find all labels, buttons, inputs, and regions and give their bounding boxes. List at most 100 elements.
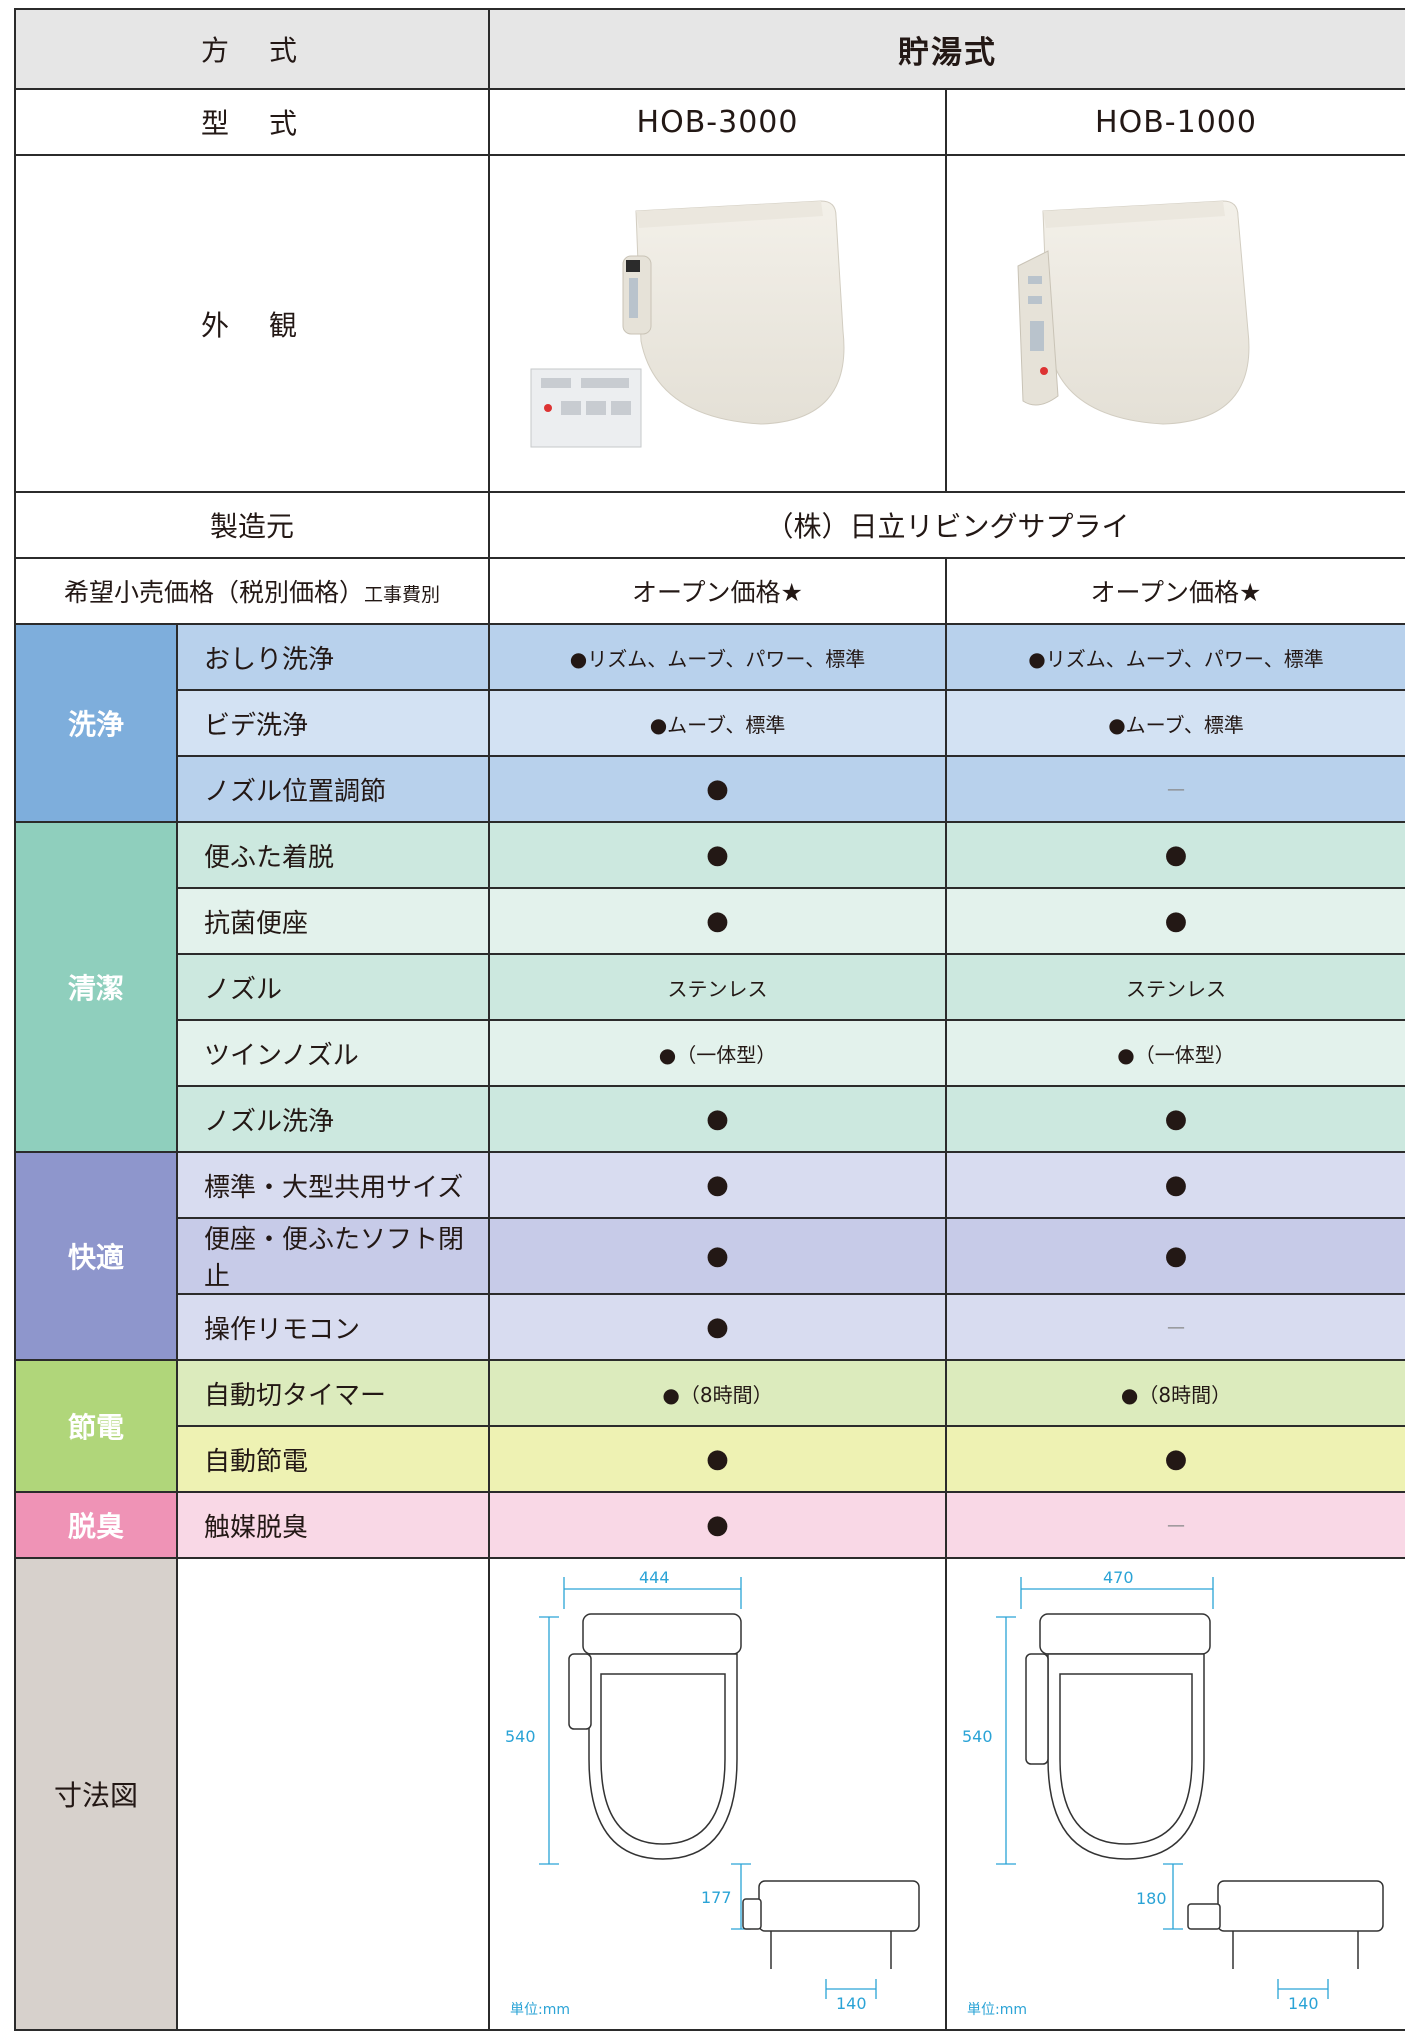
dimension-hob3000: 444 540 177 140 単位:mm: [488, 1557, 948, 2031]
price-row: 希望小売価格（税別価格）工事費別 オープン価格★ オープン価格★: [13, 557, 1405, 625]
table-row: 快適 標準・大型共用サイズ ● ●: [14, 1151, 1405, 1361]
category-deodorize: 脱臭: [14, 1491, 178, 1559]
feature-label: 自動節電: [175, 1425, 491, 1493]
feature-value: —: [945, 1293, 1405, 1361]
table-row: ノズル ステンレス ステンレス: [15, 953, 1405, 1021]
dimension-row: 寸法図 444 540: [14, 1557, 1405, 2031]
dimension-pipe: 140: [836, 1994, 867, 2013]
dimension-height: 180: [1136, 1889, 1167, 1908]
maker-label: 製造元: [13, 491, 491, 559]
feature-label: 便ふた着脱: [175, 821, 491, 889]
unit-label: 単位:mm: [967, 2002, 1028, 2018]
feature-value: ●: [488, 1217, 948, 1295]
table-row: 節電 自動切タイマー ●（8時間） ●（8時間）: [14, 1359, 1405, 1493]
maker-value: （株）日立リビングサプライ: [488, 491, 1405, 559]
feature-value: ●: [488, 821, 948, 889]
photo-hob1000: [945, 154, 1405, 493]
feature-label: ノズル洗浄: [175, 1085, 491, 1153]
photo-hob3000: [488, 154, 948, 493]
spec-sheet: 方 式 貯湯式 型 式 HOB-3000 HOB-1000 外 観: [13, 8, 1405, 2031]
feature-value: ●: [488, 887, 948, 955]
feature-value: ●: [488, 1491, 948, 1559]
dimension-depth: 540: [505, 1727, 536, 1746]
feature-value: ●: [945, 821, 1405, 889]
dimension-drawing-icon: 470 540 180 140: [962, 1568, 1384, 2013]
feature-value: ●: [945, 887, 1405, 955]
feature-value: ●: [945, 1151, 1405, 1219]
category-dimension: 寸法図: [14, 1557, 178, 2031]
category-clean: 清潔: [14, 821, 178, 1153]
feature-value: ●: [945, 1085, 1405, 1153]
dimension-blank: [175, 1557, 491, 2031]
table-row: ノズル洗浄 ● ●: [15, 1085, 1405, 1153]
feature-label: 標準・大型共用サイズ: [175, 1151, 491, 1219]
feature-value: ステンレス: [488, 953, 948, 1021]
feature-value: ●リズム、ムーブ、パワー、標準: [488, 623, 948, 691]
feature-value: ●リズム、ムーブ、パワー、標準: [945, 623, 1405, 691]
feature-value: ●ムーブ、標準: [488, 689, 948, 757]
model-label: 型 式: [13, 88, 491, 156]
dimension-width: 444: [639, 1568, 670, 1587]
feature-value: ●ムーブ、標準: [945, 689, 1405, 757]
feature-label: ツインノズル: [175, 1019, 491, 1087]
dimension-drawing-icon: 444 540 177 140: [505, 1568, 920, 2013]
feature-value: ●: [945, 1425, 1405, 1493]
dimension-hob1000: 470 540 180 140 単位:mm: [945, 1557, 1405, 2031]
feature-label: ビデ洗浄: [175, 689, 491, 757]
feature-value: ●: [488, 755, 948, 823]
maker-row: 製造元 （株）日立リビングサプライ: [13, 491, 1405, 559]
table-row: 便座・便ふたソフト閉止 ● ●: [15, 1217, 1405, 1295]
spec-table: 方 式 貯湯式 型 式 HOB-3000 HOB-1000 外 観: [13, 8, 1405, 2031]
table-row: 洗浄 おしり洗浄 ●リズム、ムーブ、パワー、標準 ●リズム、ムーブ、パワー、標準: [14, 623, 1405, 823]
price-label: 希望小売価格（税別価格）工事費別: [13, 557, 491, 625]
table-row: ノズル位置調節 ● —: [15, 755, 1405, 823]
appearance-row: 外 観: [13, 154, 1405, 493]
toilet-seat-photo-icon: [1017, 200, 1250, 425]
feature-label: ノズル: [175, 953, 491, 1021]
price-hob1000: オープン価格★: [945, 557, 1405, 625]
dimension-pipe: 140: [1288, 1994, 1319, 2013]
dimension-width: 470: [1103, 1568, 1134, 1587]
table-row: ビデ洗浄 ●ムーブ、標準 ●ムーブ、標準: [15, 689, 1405, 757]
dimension-height: 177: [701, 1888, 732, 1907]
table-row: ツインノズル ●（一体型） ●（一体型）: [15, 1019, 1405, 1087]
feature-value: ●: [488, 1151, 948, 1219]
method-value: 貯湯式: [488, 8, 1405, 90]
table-row: 脱臭 触媒脱臭 ● —: [14, 1491, 1405, 1559]
feature-value: —: [945, 755, 1405, 823]
table-row: 抗菌便座 ● ●: [15, 887, 1405, 955]
feature-label: 操作リモコン: [175, 1293, 491, 1361]
unit-label: 単位:mm: [510, 2002, 571, 2018]
method-label: 方 式: [13, 8, 491, 90]
toilet-seat-photo-icon: [530, 200, 845, 448]
feature-label: 便座・便ふたソフト閉止: [175, 1217, 491, 1295]
method-row: 方 式 貯湯式: [13, 8, 1405, 90]
feature-label: ノズル位置調節: [175, 755, 491, 823]
feature-label: 触媒脱臭: [175, 1491, 491, 1559]
feature-value: —: [945, 1491, 1405, 1559]
price-label-main: 希望小売価格（税別価格）: [63, 578, 364, 607]
price-label-note: 工事費別: [364, 584, 441, 606]
model-hob3000: HOB-3000: [488, 88, 948, 156]
feature-value: ●: [488, 1425, 948, 1493]
feature-value: ●: [488, 1293, 948, 1361]
category-power-save: 節電: [14, 1359, 178, 1493]
table-row: 清潔 便ふた着脱 ● ●: [14, 821, 1405, 1153]
appearance-label: 外 観: [13, 154, 491, 493]
feature-value: ステンレス: [945, 953, 1405, 1021]
table-row: 自動節電 ● ●: [15, 1425, 1405, 1493]
model-row: 型 式 HOB-3000 HOB-1000: [13, 88, 1405, 156]
feature-value: ●: [488, 1085, 948, 1153]
feature-label: 自動切タイマー: [175, 1359, 491, 1427]
model-hob1000: HOB-1000: [945, 88, 1405, 156]
category-comfort: 快適: [14, 1151, 178, 1361]
feature-value: ●（一体型）: [945, 1019, 1405, 1087]
feature-label: 抗菌便座: [175, 887, 491, 955]
feature-value: ●: [945, 1217, 1405, 1295]
feature-value: ●（8時間）: [488, 1359, 948, 1427]
feature-value: ●（一体型）: [488, 1019, 948, 1087]
feature-label: おしり洗浄: [175, 623, 491, 691]
price-hob3000: オープン価格★: [488, 557, 948, 625]
dimension-depth: 540: [962, 1727, 993, 1746]
category-wash: 洗浄: [14, 623, 178, 823]
